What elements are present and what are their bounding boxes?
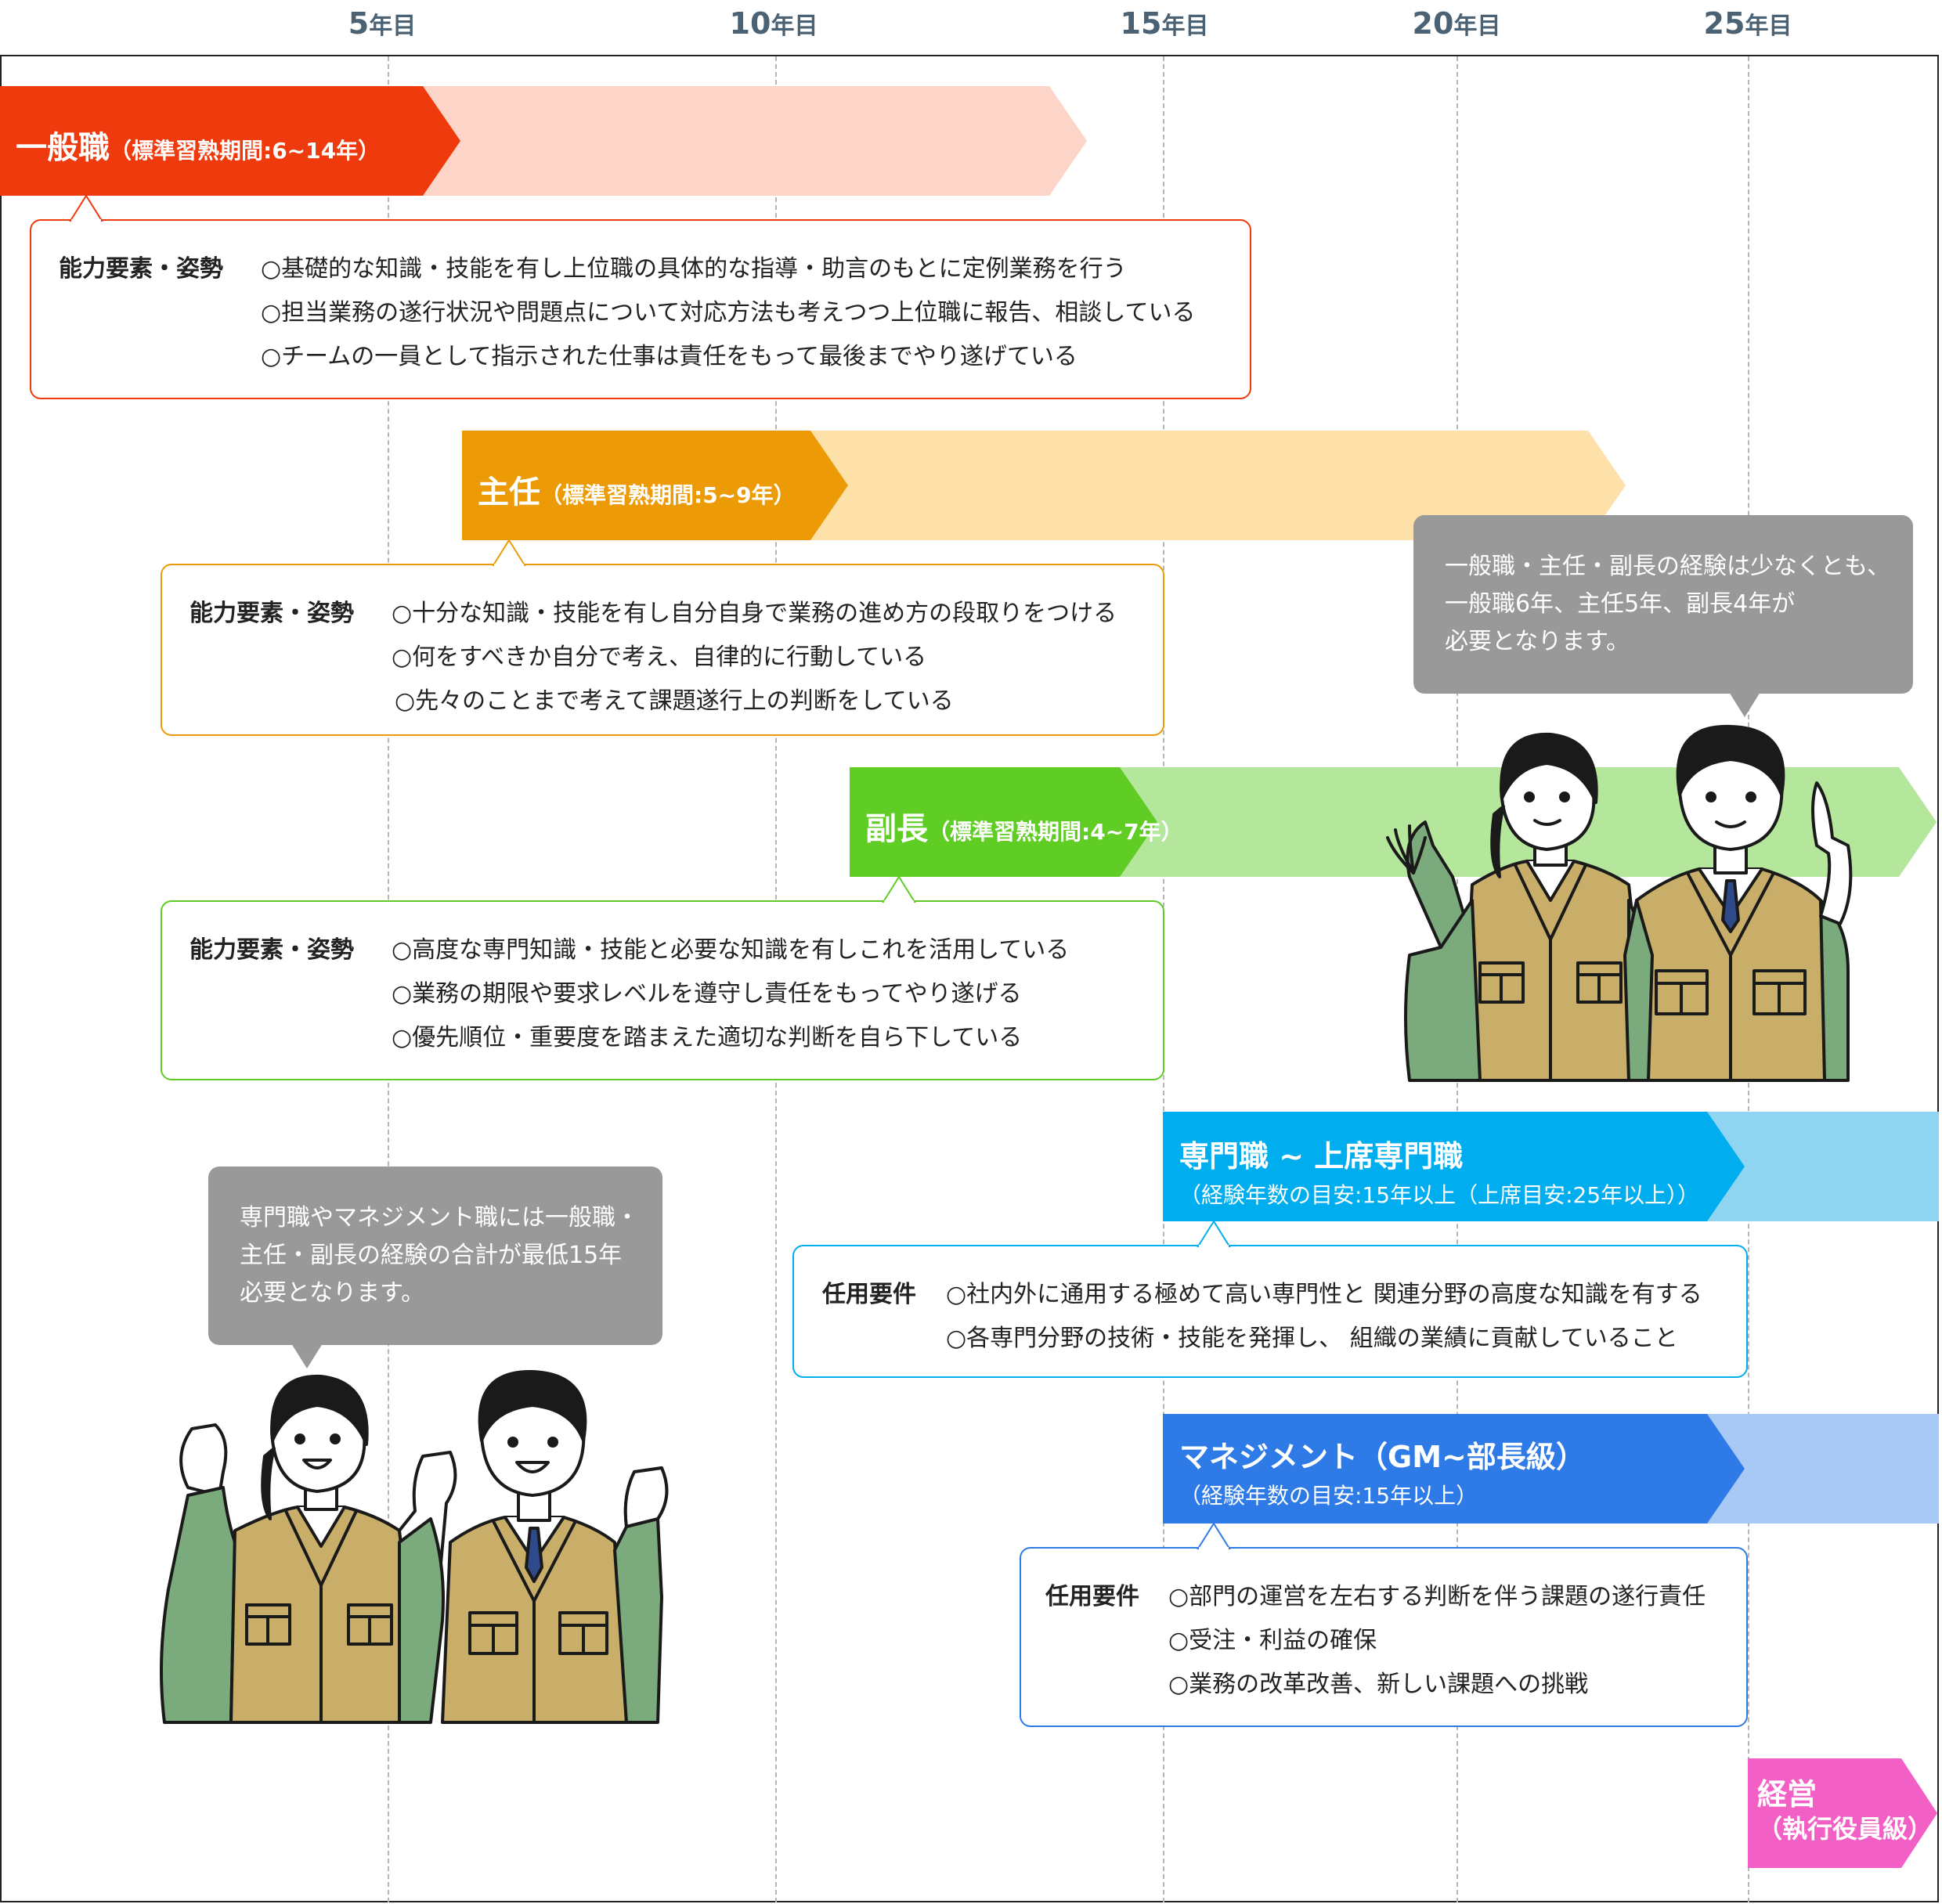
senmon-arrow [1163, 1112, 1939, 1221]
management-bar-label: マネジメント（GM~部長級） （経験年数の目安:15年以上） [1179, 1433, 1586, 1510]
fukucho-item-1: ○高度な専門知識・技能と必要な知識を有しこれを活用している [392, 936, 1070, 964]
bubble-right-line-3: 必要となります。 [1445, 628, 1630, 655]
year-label-10: 10年目 [729, 6, 818, 41]
shunin-arrow [462, 431, 1626, 540]
fukucho-label: 能力要素・姿勢 [190, 936, 354, 964]
management-item-1: ○部門の運営を左右する判断を伴う課題の遂行責任 [1168, 1583, 1706, 1610]
ippan-period: （標準習熟期間:6~14年） [110, 138, 381, 164]
year-label-20: 20年目 [1412, 6, 1501, 41]
shunin-label: 能力要素・姿勢 [190, 600, 354, 627]
management-arrow-dark [1163, 1414, 1745, 1524]
senmon-bar-label: 専門職 ~ 上席専門職 （経験年数の目安:15年以上（上席目安:25年以上）） [1179, 1132, 1699, 1210]
shunin-title: 主任 [478, 474, 540, 510]
bubble-right-line-2: 一般職6年、主任5年、副長4年が [1445, 590, 1796, 618]
management-item-2: ○受注・利益の確保 [1168, 1627, 1377, 1654]
woman-figure-left [160, 1374, 457, 1724]
fukucho-period: （標準習熟期間:4~7年） [928, 819, 1183, 845]
ippan-item-3: ○チームの一員として指示された仕事は責任をもって最後までやり遂げている [261, 343, 1077, 370]
fukucho-arrow [850, 767, 1937, 877]
senmon-label: 任用要件 [822, 1281, 916, 1308]
senmon-box-pointer [1197, 1220, 1231, 1248]
keiei-title: 経営 [1757, 1777, 1817, 1812]
fukucho-box-pointer [882, 875, 916, 903]
ippan-requirements-box [30, 219, 1251, 399]
management-period: （経験年数の目安:15年以上） [1179, 1483, 1478, 1509]
shunin-item-3: ○先々のことまで考えて課題遂行上の判断をしている [395, 687, 954, 715]
senmon-period: （経験年数の目安:15年以上（上席目安:25年以上）） [1179, 1182, 1700, 1208]
shunin-requirements-box [161, 564, 1164, 736]
fukucho-requirements-box [161, 900, 1164, 1080]
management-box-pointer [1197, 1522, 1231, 1550]
management-requirements-box [1020, 1547, 1748, 1727]
shunin-box-pointer [492, 539, 526, 567]
ippan-label: 能力要素・姿勢 [59, 255, 223, 283]
speech-bubble-left: 専門職やマネジメント職には一般職・ 主任・副長の経験の合計が最低15年 必要とな… [208, 1167, 662, 1345]
management-item-3: ○業務の改革改善、新しい課題への挑戦 [1168, 1671, 1589, 1698]
keiei-period: （執行役員級） [1757, 1814, 1933, 1844]
keiei-arrow [1748, 1758, 1937, 1868]
chart-frame [0, 55, 1939, 1902]
shunin-item-1: ○十分な知識・技能を有し自分自身で業務の進め方の段取りをつける [392, 600, 1117, 627]
ippan-bar-label: 一般職（標準習熟期間:6~14年） [16, 122, 380, 168]
fukucho-title: 副長 [865, 811, 928, 847]
year-label-25: 25年目 [1703, 6, 1792, 41]
management-arrow [1163, 1414, 1939, 1524]
workers-illustration-left [160, 1369, 669, 1724]
senmon-arrow-dark [1163, 1112, 1745, 1221]
shunin-arrow-dark [462, 431, 848, 540]
shunin-bar-label: 主任（標準習熟期間:5~9年） [478, 467, 796, 512]
bubble-right-line-1: 一般職・主任・副長の経験は少なくとも、 [1445, 553, 1891, 580]
senmon-item-1: ○社内外に通用する極めて高い専門性と 関連分野の高度な知識を有する [946, 1281, 1702, 1308]
speech-bubble-right: 一般職・主任・副長の経験は少なくとも、 一般職6年、主任5年、副長4年が 必要と… [1413, 515, 1913, 694]
woman-figure-right [1386, 732, 1654, 1082]
man-figure-left [441, 1369, 669, 1724]
ippan-item-2: ○担当業務の遂行状況や問題点について対応方法も考えつつ上位職に報告、相談している [261, 299, 1196, 326]
year-label-15: 15年目 [1120, 6, 1209, 41]
fukucho-item-2: ○業務の期限や要求レベルを遵守し責任をもってやり遂げる [392, 980, 1022, 1008]
man-figure-right [1623, 724, 1853, 1082]
shunin-item-2: ○何をすべきか自分で考え、自律的に行動している [392, 644, 927, 671]
shunin-period: （標準習熟期間:5~9年） [540, 482, 796, 508]
senmon-title: 専門職 ~ 上席専門職 [1179, 1139, 1464, 1174]
senmon-item-2: ○各専門分野の技術・技能を発揮し、 組織の業績に貢献していること [946, 1325, 1678, 1352]
ippan-title: 一般職 [16, 130, 110, 166]
ippan-arrow-dark [0, 86, 460, 196]
bubble-right-tail [1729, 692, 1760, 717]
ippan-arrow [0, 86, 1087, 196]
bubble-left-line-3: 必要となります。 [240, 1279, 425, 1307]
fukucho-item-3: ○優先順位・重要度を踏まえた適切な判断を自ら下している [392, 1024, 1023, 1051]
fukucho-arrow-dark [850, 767, 1157, 877]
bubble-left-line-1: 専門職やマネジメント職には一般職・ [240, 1204, 639, 1231]
fukucho-bar-label: 副長（標準習熟期間:4~7年） [865, 803, 1183, 849]
workers-illustration-right [1386, 724, 1853, 1082]
management-label: 任用要件 [1045, 1583, 1139, 1610]
bubble-left-tail [291, 1343, 323, 1368]
year-label-5: 5年目 [348, 6, 417, 41]
keiei-bar-label: 経営 （執行役員級） [1757, 1777, 1933, 1846]
management-title: マネジメント（GM~部長級） [1179, 1440, 1586, 1474]
bubble-left-line-2: 主任・副長の経験の合計が最低15年 [240, 1242, 623, 1269]
senmon-requirements-box [792, 1245, 1748, 1378]
ippan-item-1: ○基礎的な知識・技能を有し上位職の具体的な指導・助言のもとに定例業務を行う [261, 255, 1127, 283]
ippan-box-pointer [69, 194, 103, 222]
